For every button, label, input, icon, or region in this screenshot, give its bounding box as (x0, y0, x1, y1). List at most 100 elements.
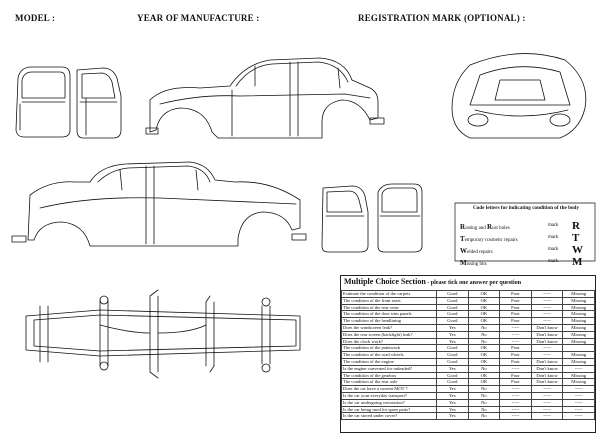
answer-option[interactable]: ----- (562, 391, 595, 400)
answer-option[interactable]: No (467, 385, 501, 393)
answer-option[interactable]: OK (467, 378, 501, 387)
answer-option[interactable]: Good (436, 310, 469, 319)
answer-option[interactable]: ----- (499, 385, 532, 393)
answer-option[interactable]: OK (467, 344, 501, 353)
answer-option[interactable]: ----- (530, 344, 564, 353)
answer-option[interactable]: Missing (562, 337, 595, 346)
answer-option[interactable]: ----- (530, 296, 564, 305)
answer-option[interactable]: Yes (436, 364, 469, 373)
answer-option[interactable]: Don't know (530, 337, 564, 346)
answer-option[interactable]: Good (436, 378, 469, 387)
answer-option[interactable]: OK (467, 317, 501, 325)
answer-option[interactable]: Missing (562, 317, 595, 325)
answer-option[interactable]: ----- (499, 323, 532, 332)
answer-option[interactable]: Don't know (530, 364, 564, 373)
answer-option[interactable]: ----- (530, 303, 564, 312)
answer-option[interactable]: Yes (436, 405, 469, 414)
answer-option[interactable]: Missing (562, 303, 595, 312)
answer-option[interactable]: Poor (499, 303, 532, 312)
answer-option[interactable]: Poor (499, 351, 532, 359)
answer-option[interactable]: OK (467, 303, 501, 312)
answer-option[interactable]: No (467, 391, 501, 400)
answer-option[interactable]: Yes (436, 337, 469, 346)
answer-option[interactable]: ----- (530, 412, 564, 421)
answer-option[interactable]: Missing (562, 310, 595, 319)
answer-option[interactable]: No (467, 364, 501, 373)
answer-option[interactable]: ----- (499, 330, 532, 339)
answer-option[interactable]: Good (436, 344, 469, 353)
answer-option[interactable]: Yes (436, 412, 469, 421)
answer-option[interactable]: ----- (530, 290, 564, 298)
answer-option[interactable]: Don't know (530, 330, 564, 339)
answer-option[interactable]: Don't know (530, 357, 564, 366)
answer-option[interactable]: Good (436, 371, 469, 380)
answer-option[interactable]: OK (467, 310, 501, 319)
answer-option[interactable]: Good (436, 303, 469, 312)
answer-option[interactable]: Good (436, 357, 469, 366)
code-row-rusting: Rusting and Rust holes mark R (460, 220, 580, 232)
answer-option[interactable]: Poor (499, 290, 532, 298)
answer-option[interactable]: Poor (499, 317, 532, 325)
answer-option[interactable]: ----- (562, 412, 595, 421)
answer-option[interactable]: ----- (530, 398, 564, 407)
answer-option[interactable]: OK (467, 357, 501, 366)
answer-option[interactable]: Yes (436, 330, 469, 339)
answer-option[interactable]: Good (436, 351, 469, 359)
answer-option[interactable]: Yes (436, 323, 469, 332)
answer-option[interactable]: OK (467, 290, 501, 298)
answer-option[interactable]: OK (467, 371, 501, 380)
answer-option[interactable]: ----- (499, 391, 532, 400)
code-row-missing: Missing bits mark M (460, 256, 583, 268)
answer-option[interactable]: Missing (562, 371, 595, 380)
answer-option[interactable]: Don't know (530, 371, 564, 380)
answer-option[interactable]: ----- (530, 351, 564, 359)
model-field-label: MODEL : (15, 13, 56, 23)
year-of-manufacture-label: YEAR OF MANUFACTURE : (137, 13, 260, 23)
answer-option[interactable]: Good (436, 296, 469, 305)
answer-option[interactable]: ----- (562, 405, 595, 414)
answer-option[interactable]: ----- (562, 364, 595, 373)
answer-option[interactable]: Yes (436, 385, 469, 393)
answer-option[interactable]: No (467, 398, 501, 407)
answer-option[interactable]: Good (436, 317, 469, 325)
answer-option[interactable]: Missing (562, 357, 595, 366)
answer-option[interactable] (562, 344, 595, 353)
answer-option[interactable]: No (467, 412, 501, 421)
answer-option[interactable]: Yes (436, 398, 469, 407)
answer-option[interactable]: Don't know (530, 323, 564, 332)
answer-option[interactable]: ----- (530, 391, 564, 400)
answer-option[interactable]: Missing (562, 290, 595, 298)
answer-option[interactable]: Poor (499, 357, 532, 366)
answer-option[interactable]: ----- (499, 398, 532, 407)
answer-option[interactable]: Poor (499, 310, 532, 319)
answer-option[interactable]: ----- (530, 310, 564, 319)
answer-option[interactable]: Missing (562, 323, 595, 332)
answer-option[interactable]: No (467, 323, 501, 332)
answer-option[interactable]: ----- (530, 405, 564, 414)
answer-option[interactable]: Missing (562, 351, 595, 359)
answer-option[interactable]: Yes (436, 391, 469, 400)
answer-option[interactable]: OK (467, 351, 501, 359)
answer-option[interactable]: Missing (562, 378, 595, 387)
answer-option[interactable]: ----- (499, 364, 532, 373)
answer-option[interactable]: Poor (499, 296, 532, 305)
answer-option[interactable]: ----- (530, 385, 564, 393)
answer-option[interactable]: ----- (499, 405, 532, 414)
answer-option[interactable]: No (467, 330, 501, 339)
answer-option[interactable]: Missing (562, 296, 595, 305)
answer-option[interactable]: Missing (562, 330, 595, 339)
answer-option[interactable]: ----- (499, 412, 532, 421)
answer-option[interactable]: Poor (499, 344, 532, 353)
answer-option[interactable]: No (467, 337, 501, 346)
answer-option[interactable]: Good (436, 290, 469, 298)
answer-option[interactable]: ----- (562, 398, 595, 407)
answer-option[interactable]: ----- (499, 337, 532, 346)
answer-option[interactable]: OK (467, 296, 501, 305)
answer-option[interactable]: Poor (499, 371, 532, 380)
answer-option[interactable]: No (467, 405, 501, 414)
answer-option[interactable]: ----- (562, 385, 595, 393)
answer-option[interactable]: Don't know (530, 378, 564, 387)
answer-option[interactable]: ----- (530, 317, 564, 325)
answer-option[interactable]: Poor (499, 378, 532, 387)
